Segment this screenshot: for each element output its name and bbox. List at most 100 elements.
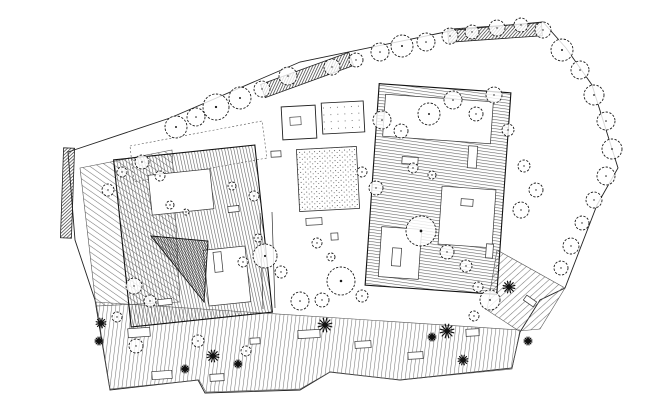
tree — [348, 52, 364, 68]
tree — [278, 66, 298, 86]
tree-center — [195, 116, 197, 118]
furniture-rect — [465, 328, 480, 337]
tree — [165, 200, 175, 210]
tree — [601, 138, 623, 160]
furniture-rect — [151, 369, 173, 381]
tree-center — [475, 113, 477, 115]
tree-center — [253, 195, 255, 197]
tree-center — [560, 267, 562, 269]
tree — [143, 294, 157, 308]
tree — [240, 345, 252, 357]
courtyard-gravel — [295, 146, 361, 212]
tree-center — [239, 97, 241, 99]
tree — [237, 256, 249, 268]
tree — [417, 102, 441, 126]
tree — [441, 27, 459, 45]
furniture-rect — [157, 297, 173, 307]
tree-center — [611, 148, 613, 150]
tree-center — [261, 88, 263, 90]
tree — [186, 107, 206, 127]
tree-center — [339, 279, 343, 283]
tree — [202, 93, 230, 121]
tree — [464, 24, 480, 40]
stair-fan — [149, 235, 209, 304]
tree-center — [593, 94, 595, 96]
tree-center — [449, 35, 451, 37]
left-building-room — [202, 245, 252, 307]
tree — [368, 180, 384, 196]
tree — [501, 123, 515, 137]
tree — [550, 38, 574, 62]
tree — [134, 154, 150, 170]
tree — [427, 170, 437, 180]
tree-center — [419, 229, 423, 233]
furniture-rect — [407, 351, 424, 360]
wall-strip-left — [60, 147, 75, 239]
tree-center — [331, 66, 333, 68]
tree-center — [400, 130, 402, 132]
tree — [517, 159, 531, 173]
furniture-rect — [249, 337, 261, 345]
tree — [356, 166, 368, 178]
tree — [323, 58, 341, 76]
tree — [553, 260, 569, 276]
tree-center — [473, 315, 475, 317]
tree — [274, 265, 288, 279]
shrub-star — [95, 317, 107, 329]
tree-center — [431, 174, 433, 176]
tree-center — [280, 271, 282, 273]
tree-center — [520, 24, 522, 26]
tree-center — [159, 175, 161, 177]
tree — [164, 115, 188, 139]
tree — [253, 233, 263, 243]
furniture-layer — [127, 145, 538, 382]
tree — [459, 259, 473, 273]
tree-center — [257, 237, 259, 239]
tree-center — [330, 256, 332, 258]
tree — [128, 338, 144, 354]
tree-center — [535, 189, 537, 191]
tree — [393, 123, 409, 139]
furniture-rect — [127, 326, 151, 339]
tree — [583, 84, 605, 106]
tree-center — [231, 185, 233, 187]
tree — [326, 252, 336, 262]
tree — [370, 42, 390, 62]
water-feature — [320, 100, 366, 135]
tree-center — [520, 209, 522, 211]
tree-center — [121, 171, 123, 173]
shrubs-layer — [94, 280, 533, 374]
tree — [405, 215, 437, 247]
tree — [228, 86, 252, 110]
tree-center — [287, 75, 289, 77]
shrub-star — [94, 336, 104, 346]
tree — [528, 182, 544, 198]
tree-center — [593, 199, 595, 201]
tree — [443, 90, 463, 110]
tree-center — [570, 245, 572, 247]
tree — [596, 111, 616, 131]
furniture-rect — [270, 150, 282, 158]
tree-center — [605, 120, 607, 122]
tree-center — [507, 129, 509, 131]
tree-center — [493, 94, 495, 96]
tree — [252, 243, 278, 269]
furniture-rect — [391, 247, 402, 267]
tree-center — [107, 189, 109, 191]
tree-center — [425, 41, 427, 43]
tree — [479, 289, 501, 311]
tree-center — [446, 251, 448, 253]
tree-center — [477, 286, 479, 288]
tree-center — [605, 175, 607, 177]
tree — [562, 237, 580, 255]
shrub-star — [206, 349, 220, 363]
tree — [534, 21, 552, 39]
furniture-rect — [209, 373, 225, 382]
tree-center — [361, 171, 363, 173]
tree — [512, 201, 530, 219]
tree-center — [245, 350, 247, 352]
lower-terrace-deck — [95, 301, 521, 393]
tree-center — [135, 345, 137, 347]
tree-center — [263, 254, 267, 258]
